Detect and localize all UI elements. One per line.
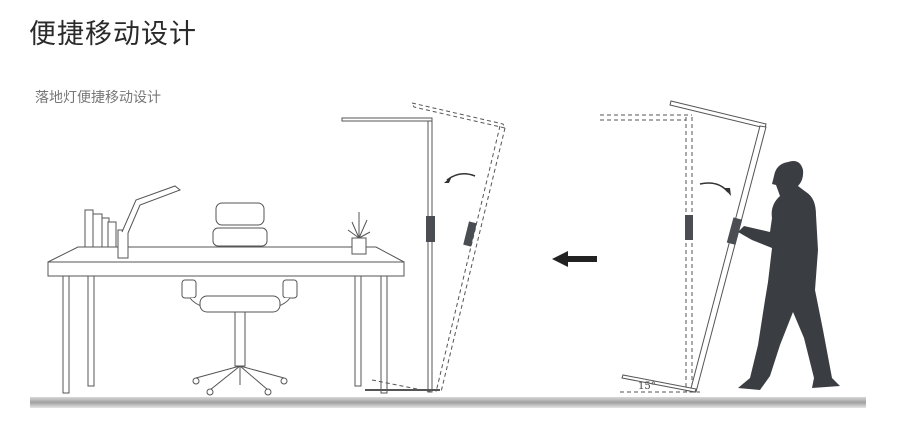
desk-plant (347, 212, 371, 255)
illustration-caption: 落地灯便捷移动设计 (35, 90, 161, 106)
floor (30, 397, 866, 408)
tilt-arrow-icon (699, 182, 729, 193)
floor-lamp-tilted-ghost (371, 102, 506, 393)
lamp-handle (726, 217, 743, 245)
move-direction-arrow-icon (552, 251, 597, 267)
tilt-angle-label: 15° (638, 381, 656, 392)
lamp-handle-ghost (685, 215, 693, 240)
floor-lamp-ghost-upright (600, 114, 693, 392)
office-chair (181, 202, 298, 396)
person-silhouette (738, 161, 840, 390)
lamp-handle (426, 216, 435, 242)
desk-books-and-lamp (84, 185, 181, 259)
page-title: 便捷移动设计 (29, 19, 197, 50)
lamp-handle-ghost (463, 221, 477, 247)
desk (47, 246, 405, 394)
floor-lamp-tilted (621, 100, 767, 393)
